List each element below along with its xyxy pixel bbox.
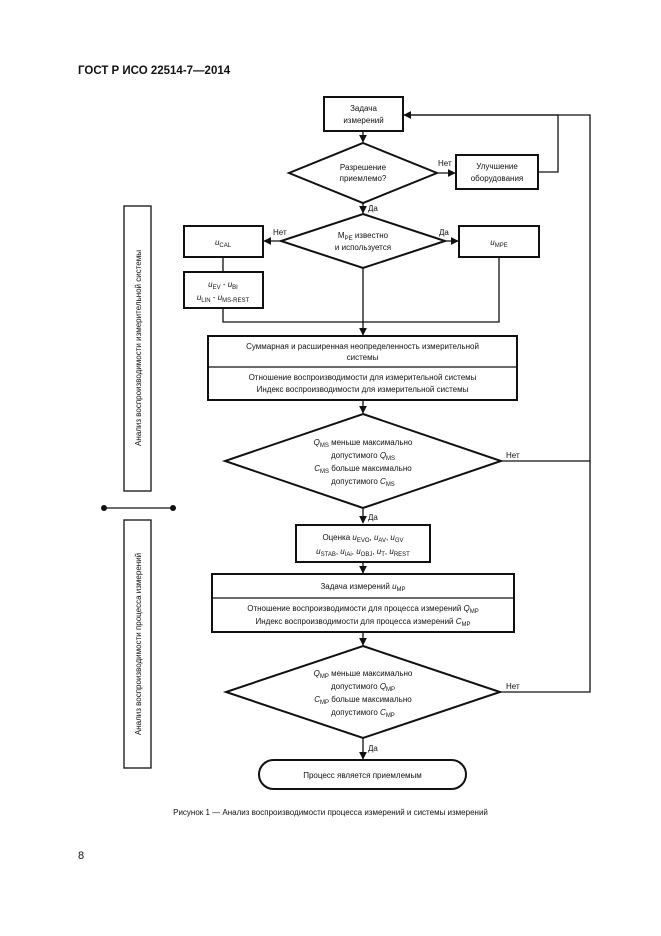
uev-line1: uEV - uBI — [208, 280, 238, 291]
no-label-2: Нет — [273, 228, 287, 237]
umpe-box: uMPE — [458, 225, 540, 258]
cmp-line2: допустимого QMP — [331, 682, 395, 693]
cmp-line3: CMP больше максимально — [314, 695, 412, 706]
improve-box: Улучшение оборудования — [455, 154, 539, 190]
estimate-line2: uSTAB, uIAi, uOBJ, uT, uREST — [316, 547, 410, 558]
section-divider — [101, 505, 176, 511]
cmp-decision: QMP меньше максимально допустимого QMP C… — [222, 644, 504, 740]
accept-text: Процесс является приемлемым — [303, 771, 422, 780]
no-label-3: Нет — [506, 451, 520, 460]
cms-line1: QMS меньше максимально — [314, 438, 413, 449]
ucal-box: uCAL — [183, 225, 264, 258]
yes-label-2: Да — [439, 228, 449, 237]
mpe-line1: MPE известно — [338, 231, 389, 242]
side-label-system: Анализ воспроизводимости измерительной с… — [123, 205, 152, 492]
ms-bottom-line2: Индекс воспроизводимости для измерительн… — [257, 385, 469, 394]
mp-bottom-line2: Индекс воспроизводимости для процесса из… — [255, 617, 470, 628]
no-label-1: Нет — [438, 159, 452, 168]
accept-terminal: Процесс является приемлемым — [258, 759, 467, 790]
estimate-line1: Оценка uEVO, uAV, uGV — [322, 533, 403, 544]
ms-top-line2: системы — [347, 353, 379, 362]
figure-caption: Рисунок 1 — Анализ воспроизводимости про… — [173, 808, 488, 817]
cms-decision: QMS меньше максимально допустимого QMS C… — [221, 412, 505, 510]
yes-label-4: Да — [368, 744, 378, 753]
mp-top: Задача измерений uMP — [320, 582, 405, 593]
side-label-system-text: Анализ воспроизводимости измерительной с… — [134, 250, 143, 446]
improve-line2: оборудования — [471, 174, 524, 183]
cms-line4: допустимого CMS — [331, 477, 395, 488]
yes-label-3: Да — [368, 513, 378, 522]
cmp-line4: допустимого CMP — [331, 708, 395, 719]
no-label-4: Нет — [506, 682, 520, 691]
improve-line1: Улучшение — [476, 162, 518, 171]
resolution-decision: Разрешение приемлемо? — [286, 141, 440, 205]
ms-box: Суммарная и расширенная неопределенность… — [207, 335, 518, 401]
ms-top-line1: Суммарная и расширенная неопределенность… — [246, 342, 479, 351]
mp-box: Задача измерений uMP Отношение воспроизв… — [211, 573, 515, 633]
estimate-box: Оценка uEVO, uAV, uGV uSTAB, uIAi, uOBJ,… — [295, 524, 431, 563]
document-header: ГОСТ Р ИСО 22514-7—2014 — [78, 65, 231, 77]
uev-box: uEV - uBI uLIN - uMS-REST — [183, 271, 264, 309]
cmp-line1: QMP меньше максимально — [314, 669, 413, 680]
resolution-line1: Разрешение — [340, 163, 387, 172]
task-line2: измерений — [343, 116, 383, 125]
task-line1: Задача — [350, 104, 377, 113]
ms-bottom-line1: Отношение воспроизводимости для измерите… — [249, 373, 477, 382]
task-box: Задача измерений — [323, 96, 404, 132]
resolution-line2: приемлемо? — [340, 174, 387, 183]
cms-line3: CMS больше максимально — [314, 464, 412, 475]
umpe-text: uMPE — [490, 238, 507, 249]
side-label-process-text: Анализ воспроизводимости процесса измере… — [134, 553, 143, 735]
mpe-decision: MPE известно и используется — [277, 212, 449, 270]
cms-line2: допустимого QMS — [331, 451, 395, 462]
side-label-process: Анализ воспроизводимости процесса измере… — [123, 519, 152, 769]
ucal-text: uCAL — [215, 238, 232, 249]
mp-bottom-line1: Отношение воспроизводимости для процесса… — [247, 604, 479, 615]
mpe-line2: и используется — [335, 243, 391, 252]
yes-label-1: Да — [368, 204, 378, 213]
uev-line2: uLIN - uMS-REST — [197, 293, 250, 304]
page-number: 8 — [78, 850, 85, 862]
